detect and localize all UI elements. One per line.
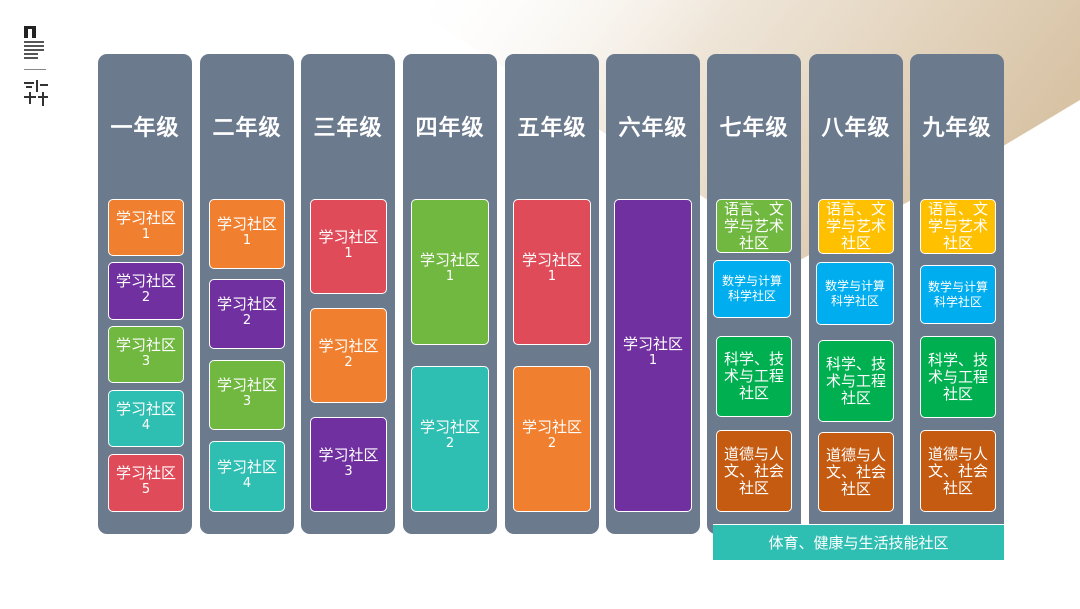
- box-number: 2: [344, 354, 353, 370]
- grade-title: 七年级: [719, 116, 789, 141]
- box-label: 科学、技术与工程社区: [825, 354, 886, 407]
- box-label: 语言、文学与艺术社区: [723, 199, 784, 252]
- box-label: 道德与人文、社会社区: [723, 444, 784, 497]
- community-box: 学习社区 2: [108, 262, 184, 320]
- box-label: 学习社区: [115, 208, 176, 227]
- grade-title: 一年级: [110, 116, 180, 141]
- community-box: 学习社区 3: [108, 326, 184, 383]
- box-label: 学习社区: [115, 272, 176, 290]
- grade-title: 四年级: [415, 116, 485, 141]
- box-label: 道德与人文、社会社区: [927, 444, 988, 497]
- box-label: 数学与计算科学社区: [927, 279, 988, 309]
- community-box: 学习社区 1: [108, 199, 184, 256]
- box-label: 学习社区: [216, 376, 277, 394]
- community-box: 数学与计算科学社区: [713, 260, 791, 318]
- box-label: 学习社区: [115, 335, 176, 354]
- community-box: 学习社区 2: [513, 366, 591, 512]
- box-number: 4: [141, 417, 151, 433]
- box-label: 学习社区: [216, 457, 277, 476]
- community-box: 语言、文学与艺术社区: [818, 199, 894, 254]
- box-number: 1: [445, 269, 455, 284]
- grade-title: 八年级: [821, 116, 891, 141]
- box-label: 学习社区: [318, 336, 379, 355]
- grade-title: 五年级: [517, 116, 587, 141]
- box-number: 2: [445, 436, 455, 451]
- forum-logo: [24, 26, 50, 110]
- logo-divider: [24, 69, 46, 70]
- grade-title: 二年级: [212, 116, 282, 141]
- box-number: 1: [648, 353, 658, 368]
- box-label: 学习社区: [318, 445, 379, 464]
- community-box: 语言、文学与艺术社区: [920, 199, 996, 254]
- box-number: 2: [547, 436, 557, 451]
- box-label: 学习社区: [216, 295, 277, 313]
- community-box: 学习社区 2: [209, 279, 285, 349]
- box-number: 1: [242, 233, 252, 248]
- box-label: 数学与计算科学社区: [721, 274, 782, 303]
- grade-title: 六年级: [618, 116, 688, 141]
- community-box: 学习社区 4: [209, 441, 285, 512]
- box-number: 4: [242, 475, 252, 491]
- community-box: 道德与人文、社会社区: [818, 432, 894, 512]
- box-label: 道德与人文、社会社区: [825, 445, 886, 498]
- box-label: 语言、文学与艺术社区: [825, 200, 886, 252]
- community-box: 学习社区 2: [310, 308, 387, 403]
- community-box: 数学与计算科学社区: [816, 262, 894, 325]
- pe-health-community-bar: 体育、健康与生活技能社区: [713, 524, 1004, 560]
- box-number: 3: [344, 463, 353, 479]
- community-box: 学习社区 4: [108, 390, 184, 447]
- community-box: 学习社区 5: [108, 454, 184, 512]
- calligraphy-logo-icon: [24, 80, 50, 110]
- box-number: 5: [141, 482, 151, 497]
- box-label: 学习社区: [419, 418, 480, 436]
- grade-title: 三年级: [313, 116, 383, 141]
- community-box: 学习社区 3: [310, 417, 387, 512]
- box-label: 学习社区: [521, 251, 582, 269]
- logo-mark-icon: [24, 26, 36, 38]
- box-number: 1: [344, 245, 353, 261]
- box-number: 2: [141, 290, 151, 305]
- community-box: 学习社区 3: [209, 360, 285, 430]
- community-box: 学习社区 1: [310, 199, 387, 294]
- box-label: 学习社区: [622, 335, 683, 353]
- community-box: 科学、技术与工程社区: [920, 336, 996, 418]
- box-label: 学习社区: [115, 464, 176, 482]
- community-box: 道德与人文、社会社区: [920, 430, 996, 512]
- logo-text-lines: [24, 41, 50, 59]
- box-number: 3: [141, 353, 151, 369]
- box-number: 1: [547, 269, 557, 284]
- box-number: 2: [242, 313, 252, 328]
- box-label: 学习社区: [419, 251, 480, 269]
- box-label: 学习社区: [318, 227, 379, 246]
- box-label: 数学与计算科学社区: [824, 278, 885, 308]
- box-label: 学习社区: [216, 215, 277, 233]
- box-label: 学习社区: [115, 399, 176, 418]
- box-label: 语言、文学与艺术社区: [927, 200, 988, 252]
- box-label: 科学、技术与工程社区: [927, 350, 988, 403]
- community-box: 学习社区 1: [411, 199, 489, 345]
- box-number: 1: [141, 226, 151, 242]
- grade-title: 九年级: [922, 116, 992, 141]
- community-box: 语言、文学与艺术社区: [716, 199, 792, 253]
- box-label: 学习社区: [521, 418, 582, 436]
- community-box: 科学、技术与工程社区: [818, 340, 894, 422]
- community-box: 数学与计算科学社区: [920, 265, 996, 324]
- box-label: 科学、技术与工程社区: [723, 350, 784, 402]
- box-number: 3: [242, 394, 252, 409]
- community-box: 科学、技术与工程社区: [716, 336, 792, 417]
- community-box: 学习社区 1: [209, 199, 285, 269]
- community-box: 学习社区 1: [513, 199, 591, 345]
- community-box: 道德与人文、社会社区: [716, 430, 792, 512]
- community-box: 学习社区 1: [614, 199, 692, 512]
- community-box: 学习社区 2: [411, 366, 489, 512]
